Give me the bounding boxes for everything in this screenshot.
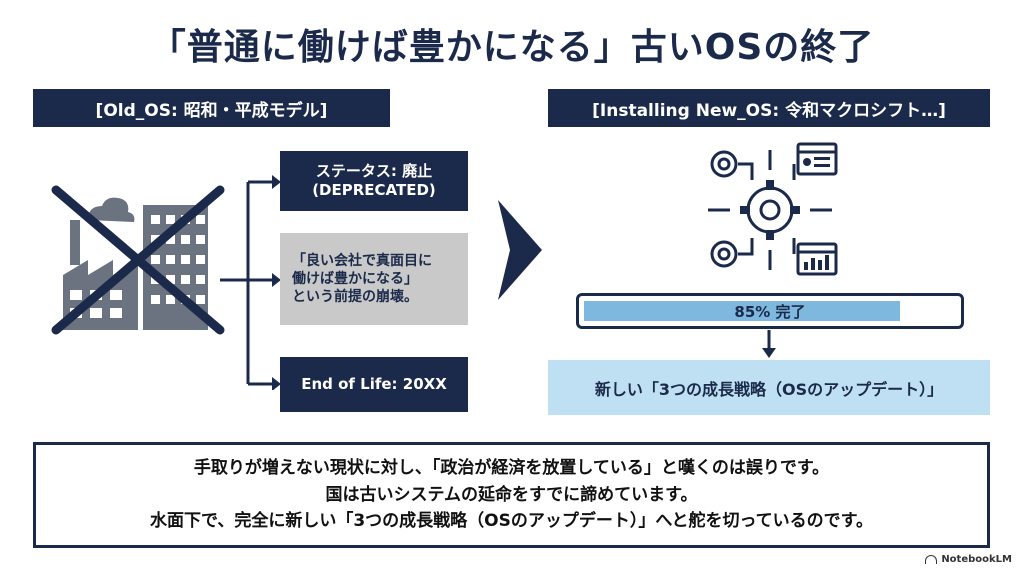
gear-system-icon <box>708 142 838 276</box>
summary-line: 水面下で、完全に新しい「3つの成長戦略（OSのアップデート）」へと舵を切っている… <box>150 511 873 532</box>
summary-line: 手取りが増えない現状に対し、「政治が経済を放置している」と嘆くのは誤りです。 <box>193 458 830 479</box>
branch-connector <box>220 175 281 390</box>
page-title: 「普通に働けば豊かになる」古いOSの終了 <box>149 27 875 68</box>
brand-watermark: NotebookLM <box>925 554 1012 565</box>
end-of-life-box: End of Life: 20XX <box>280 357 468 412</box>
deprecated-status-sublabel: (DEPRECATED) <box>312 181 436 199</box>
notebooklm-logo-icon <box>925 555 938 564</box>
progress-label: 85% 完了 <box>734 302 806 321</box>
progress-fill <box>584 301 900 321</box>
new-os-header: [Installing New_OS: 令和マクロシフト…] <box>548 89 990 127</box>
transition-arrow-icon <box>498 200 542 300</box>
crossed-factory-icon <box>51 185 225 335</box>
premise-collapse-box: 「良い会社で真面目に 働けば豊かになる」 という前提の崩壊。 <box>280 233 468 325</box>
down-arrow-icon <box>762 330 776 358</box>
old-os-header: [Old_OS: 昭和・平成モデル] <box>33 89 390 127</box>
deprecated-status-box: ステータス: 廃止 (DEPRECATED) <box>280 151 468 211</box>
deprecated-status-label: ステータス: 廃止 <box>315 161 433 180</box>
premise-line: という前提の崩壊。 <box>292 289 418 306</box>
brand-label: NotebookLM <box>941 554 1012 565</box>
summary-line: 国は古いシステムの延命をすでに諦めています。 <box>325 484 698 505</box>
premise-line: 働けば豊かになる」 <box>292 270 418 287</box>
premise-line: 「良い会社で真面目に <box>292 252 432 269</box>
install-progress-bar: 85% 完了 <box>576 293 964 329</box>
summary-box: 手取りが増えない現状に対し、「政治が経済を放置している」と嘆くのは誤りです。 国… <box>33 442 990 548</box>
new-strategy-box: 新しい「3つの成長戦略（OSのアップデート）」 <box>548 360 990 415</box>
